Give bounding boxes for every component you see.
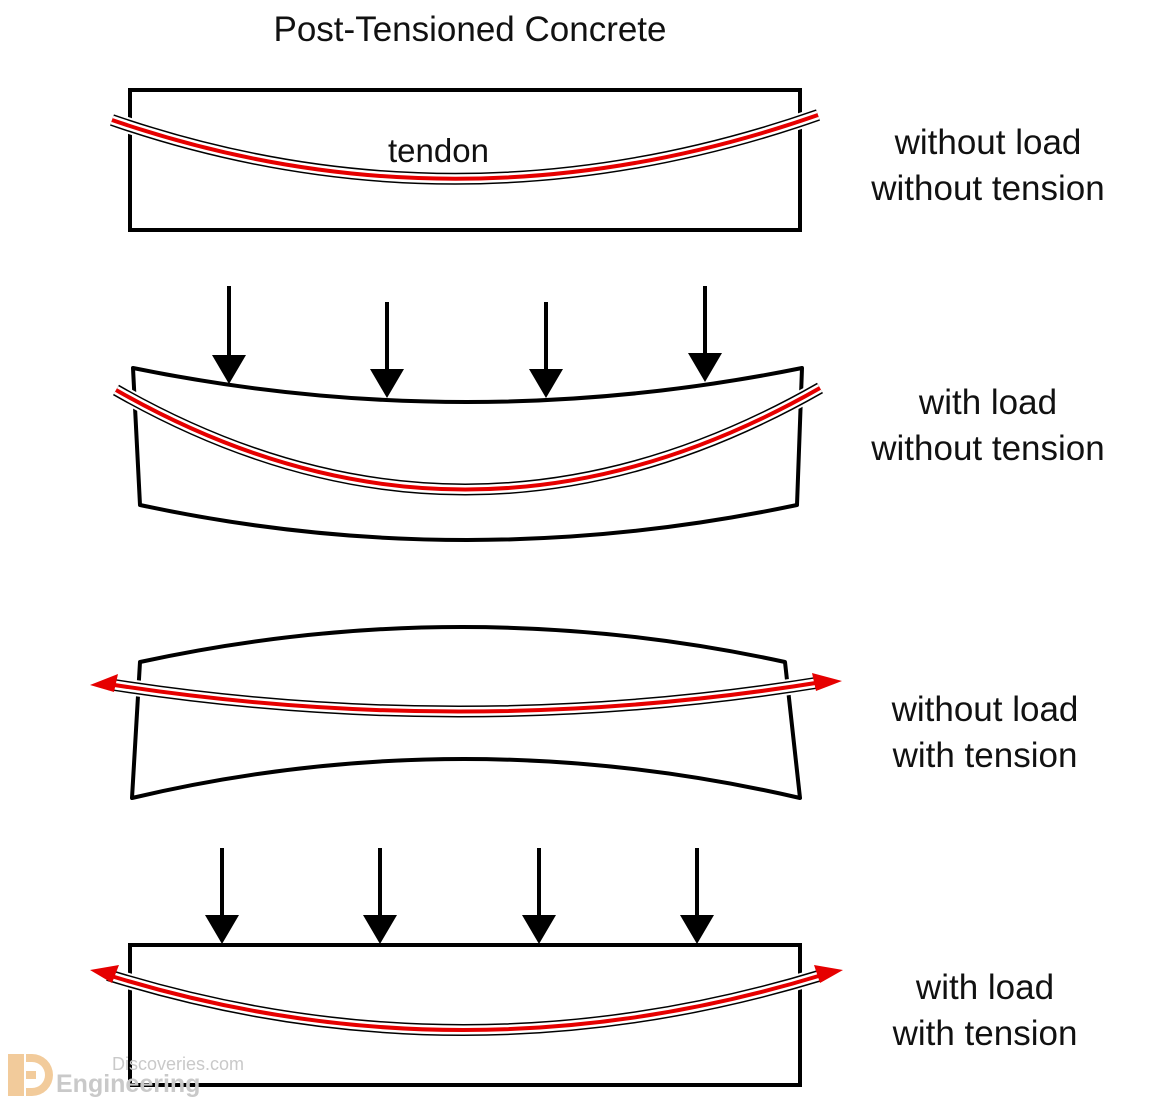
case-label-line2: without tension bbox=[871, 429, 1105, 468]
case-label-line2: without tension bbox=[871, 169, 1105, 208]
tendon bbox=[111, 113, 819, 181]
beam-case-3 bbox=[90, 625, 842, 800]
tension-arrowhead-left bbox=[90, 965, 119, 983]
watermark-text: Engineering bbox=[56, 1070, 201, 1098]
load-arrow bbox=[680, 848, 714, 944]
case-label-2: with load without tension bbox=[853, 380, 1123, 472]
case-label-line2: with tension bbox=[892, 1014, 1078, 1053]
case-label-4: with load with tension bbox=[850, 965, 1120, 1057]
tendon bbox=[107, 973, 823, 1032]
case-label-line1: without load bbox=[891, 690, 1079, 729]
watermark-logo-icon bbox=[8, 1054, 53, 1096]
load-arrow bbox=[522, 848, 556, 944]
tendon bbox=[115, 386, 821, 492]
load-arrow bbox=[363, 848, 397, 944]
tension-arrowhead-right bbox=[814, 965, 843, 983]
case-label-line1: without load bbox=[894, 123, 1082, 162]
case-label-line1: with load bbox=[915, 968, 1055, 1007]
case-label-line1: with load bbox=[918, 383, 1058, 422]
load-arrow bbox=[205, 848, 239, 944]
tension-arrowhead-left bbox=[90, 674, 118, 692]
beam-case-2 bbox=[112, 286, 824, 542]
diagram-title: Post-Tensioned Concrete bbox=[273, 10, 667, 49]
beam-body bbox=[131, 366, 804, 542]
beam-case-4 bbox=[90, 848, 843, 1087]
beam-case-1 bbox=[109, 88, 821, 232]
load-arrow bbox=[370, 302, 404, 398]
load-arrow bbox=[212, 286, 246, 384]
tendon bbox=[107, 680, 823, 714]
watermark-subtext: Discoveries.com bbox=[112, 1054, 245, 1074]
load-arrow bbox=[529, 302, 563, 398]
load-arrow bbox=[688, 286, 722, 382]
case-label-1: without load without tension bbox=[853, 120, 1123, 212]
tension-arrowhead-right bbox=[812, 673, 842, 691]
case-label-line2: with tension bbox=[892, 736, 1078, 775]
case-label-3: without load with tension bbox=[850, 687, 1120, 779]
tendon-label: tendon bbox=[388, 132, 489, 169]
